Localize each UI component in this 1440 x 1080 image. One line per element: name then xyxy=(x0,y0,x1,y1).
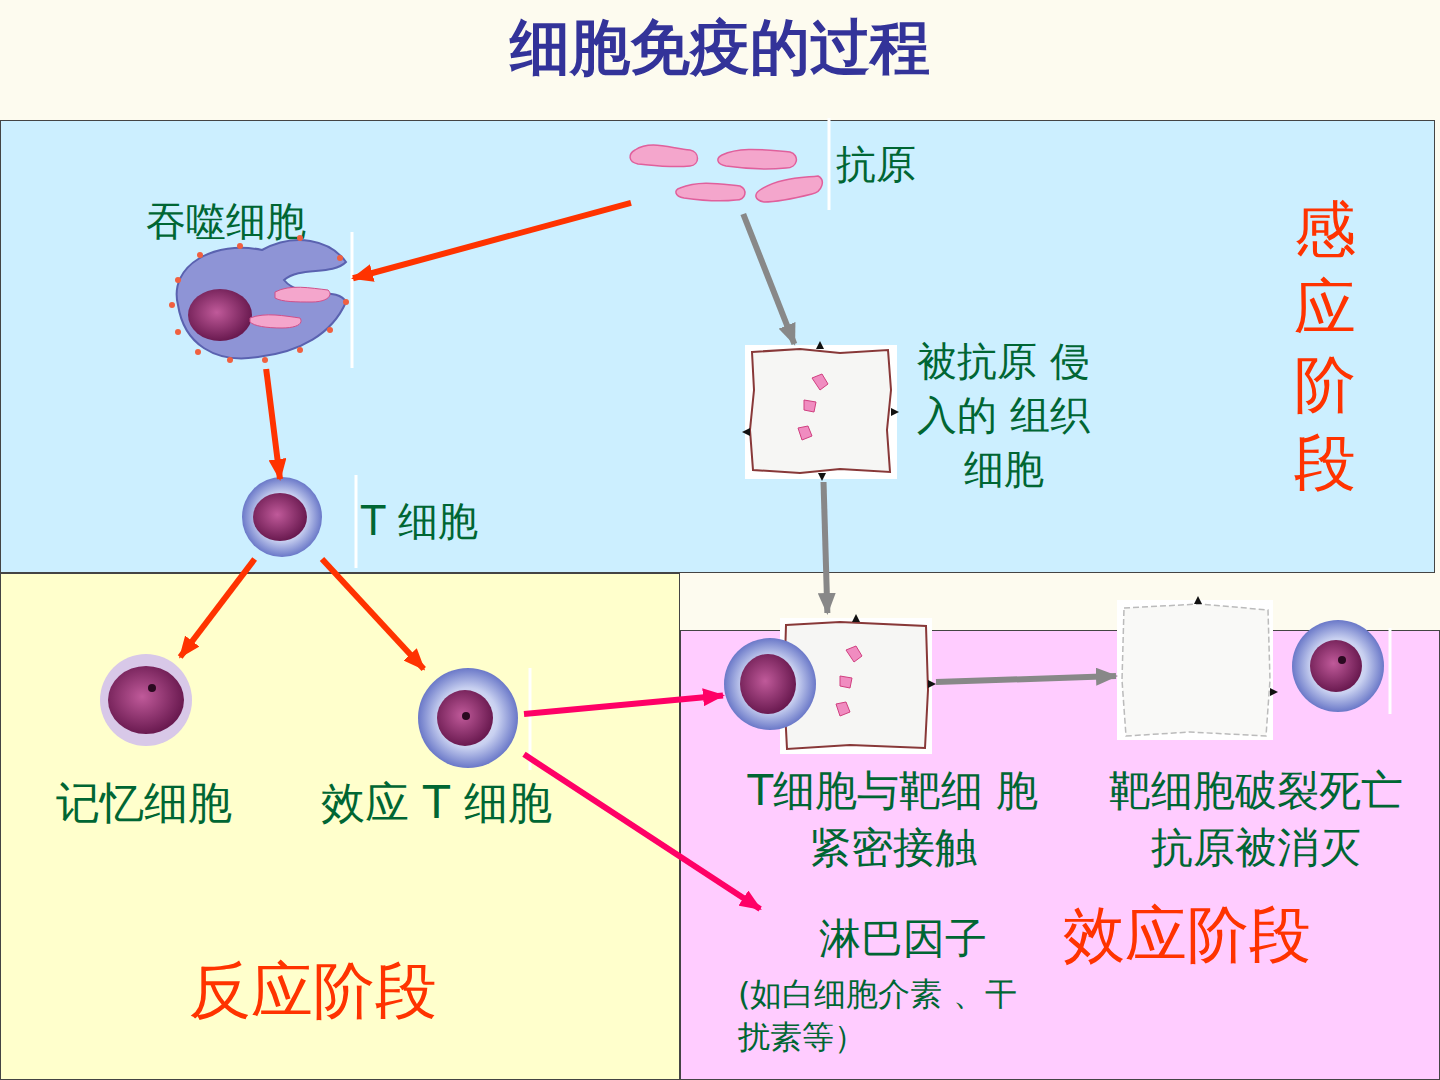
contact-node: T细胞与靶细 胞紧密接触 xyxy=(723,613,936,758)
node-label: 反应阶段 xyxy=(189,949,489,1033)
t-cell xyxy=(242,477,322,557)
node-label: 效应阶段 xyxy=(1063,893,1363,977)
node-label: T 细胞 xyxy=(361,494,541,548)
antigen-cluster xyxy=(630,145,822,202)
tissue-cell-node: 被抗原 侵入的 组织细胞 xyxy=(744,344,899,482)
arrow-connector xyxy=(524,695,723,714)
node-label: 感应阶段 xyxy=(1289,191,1361,501)
stage-band: 反应阶段记忆细胞效应 T 细胞 xyxy=(0,573,680,1080)
effector-t-cell-node: 效应 T 细胞 xyxy=(416,669,524,769)
arrow-connector xyxy=(524,754,760,909)
memory-cell-node: 记忆细胞 xyxy=(96,657,196,747)
phagocyte-node: 吞噬细胞 xyxy=(163,239,353,369)
phagocyte-cell xyxy=(169,235,349,363)
lymphokine-node: 淋巴因子(如白细胞介素 、干扰素等） xyxy=(736,909,1021,1064)
t-cell-node: T 细胞 xyxy=(239,479,331,559)
node-label: T细胞与靶细 胞紧密接触 xyxy=(743,763,1043,876)
arrow-connector xyxy=(743,214,794,344)
node-label: 被抗原 侵入的 组织细胞 xyxy=(901,334,1106,496)
arrow-connector xyxy=(353,203,631,278)
effector-t-cell xyxy=(418,668,518,768)
node-label: 效应 T 细胞 xyxy=(321,773,581,832)
lysed-target-cell xyxy=(1117,596,1384,740)
target-cell-contact xyxy=(724,614,936,754)
arrow-connector xyxy=(180,559,254,657)
lysis-node: 靶细胞破裂死亡 抗原被消灭 xyxy=(1116,599,1396,744)
arrow-connector xyxy=(936,676,1116,682)
arrow-connector xyxy=(824,482,828,613)
stage-band: 感应阶段 抗原吞噬细胞被抗原 侵入的 组织细胞 T 细胞 xyxy=(0,120,1435,573)
antigen-node: 抗原 xyxy=(631,139,826,214)
memory-cell xyxy=(100,654,192,746)
node-note: (如白细胞介素 、干扰素等） xyxy=(738,973,1023,1059)
divider-line xyxy=(352,118,1390,770)
diagram-title: 细胞免疫的过程 xyxy=(0,8,1440,89)
node-label: 吞噬细胞 xyxy=(146,194,366,248)
node-label: 淋巴因子 xyxy=(819,911,1039,968)
node-label: 抗原 xyxy=(836,137,956,191)
node-label: 记忆细胞 xyxy=(56,773,276,832)
arrow-connector xyxy=(266,369,280,479)
infected-tissue-cell xyxy=(742,341,899,481)
arrow-connector xyxy=(322,559,424,669)
node-label: 靶细胞破裂死亡 抗原被消灭 xyxy=(1083,763,1428,876)
stage-band: 效应阶段T细胞与靶细 胞紧密接触靶细胞破裂死亡 抗原被消灭淋巴因子(如白细胞介素… xyxy=(680,630,1440,1080)
